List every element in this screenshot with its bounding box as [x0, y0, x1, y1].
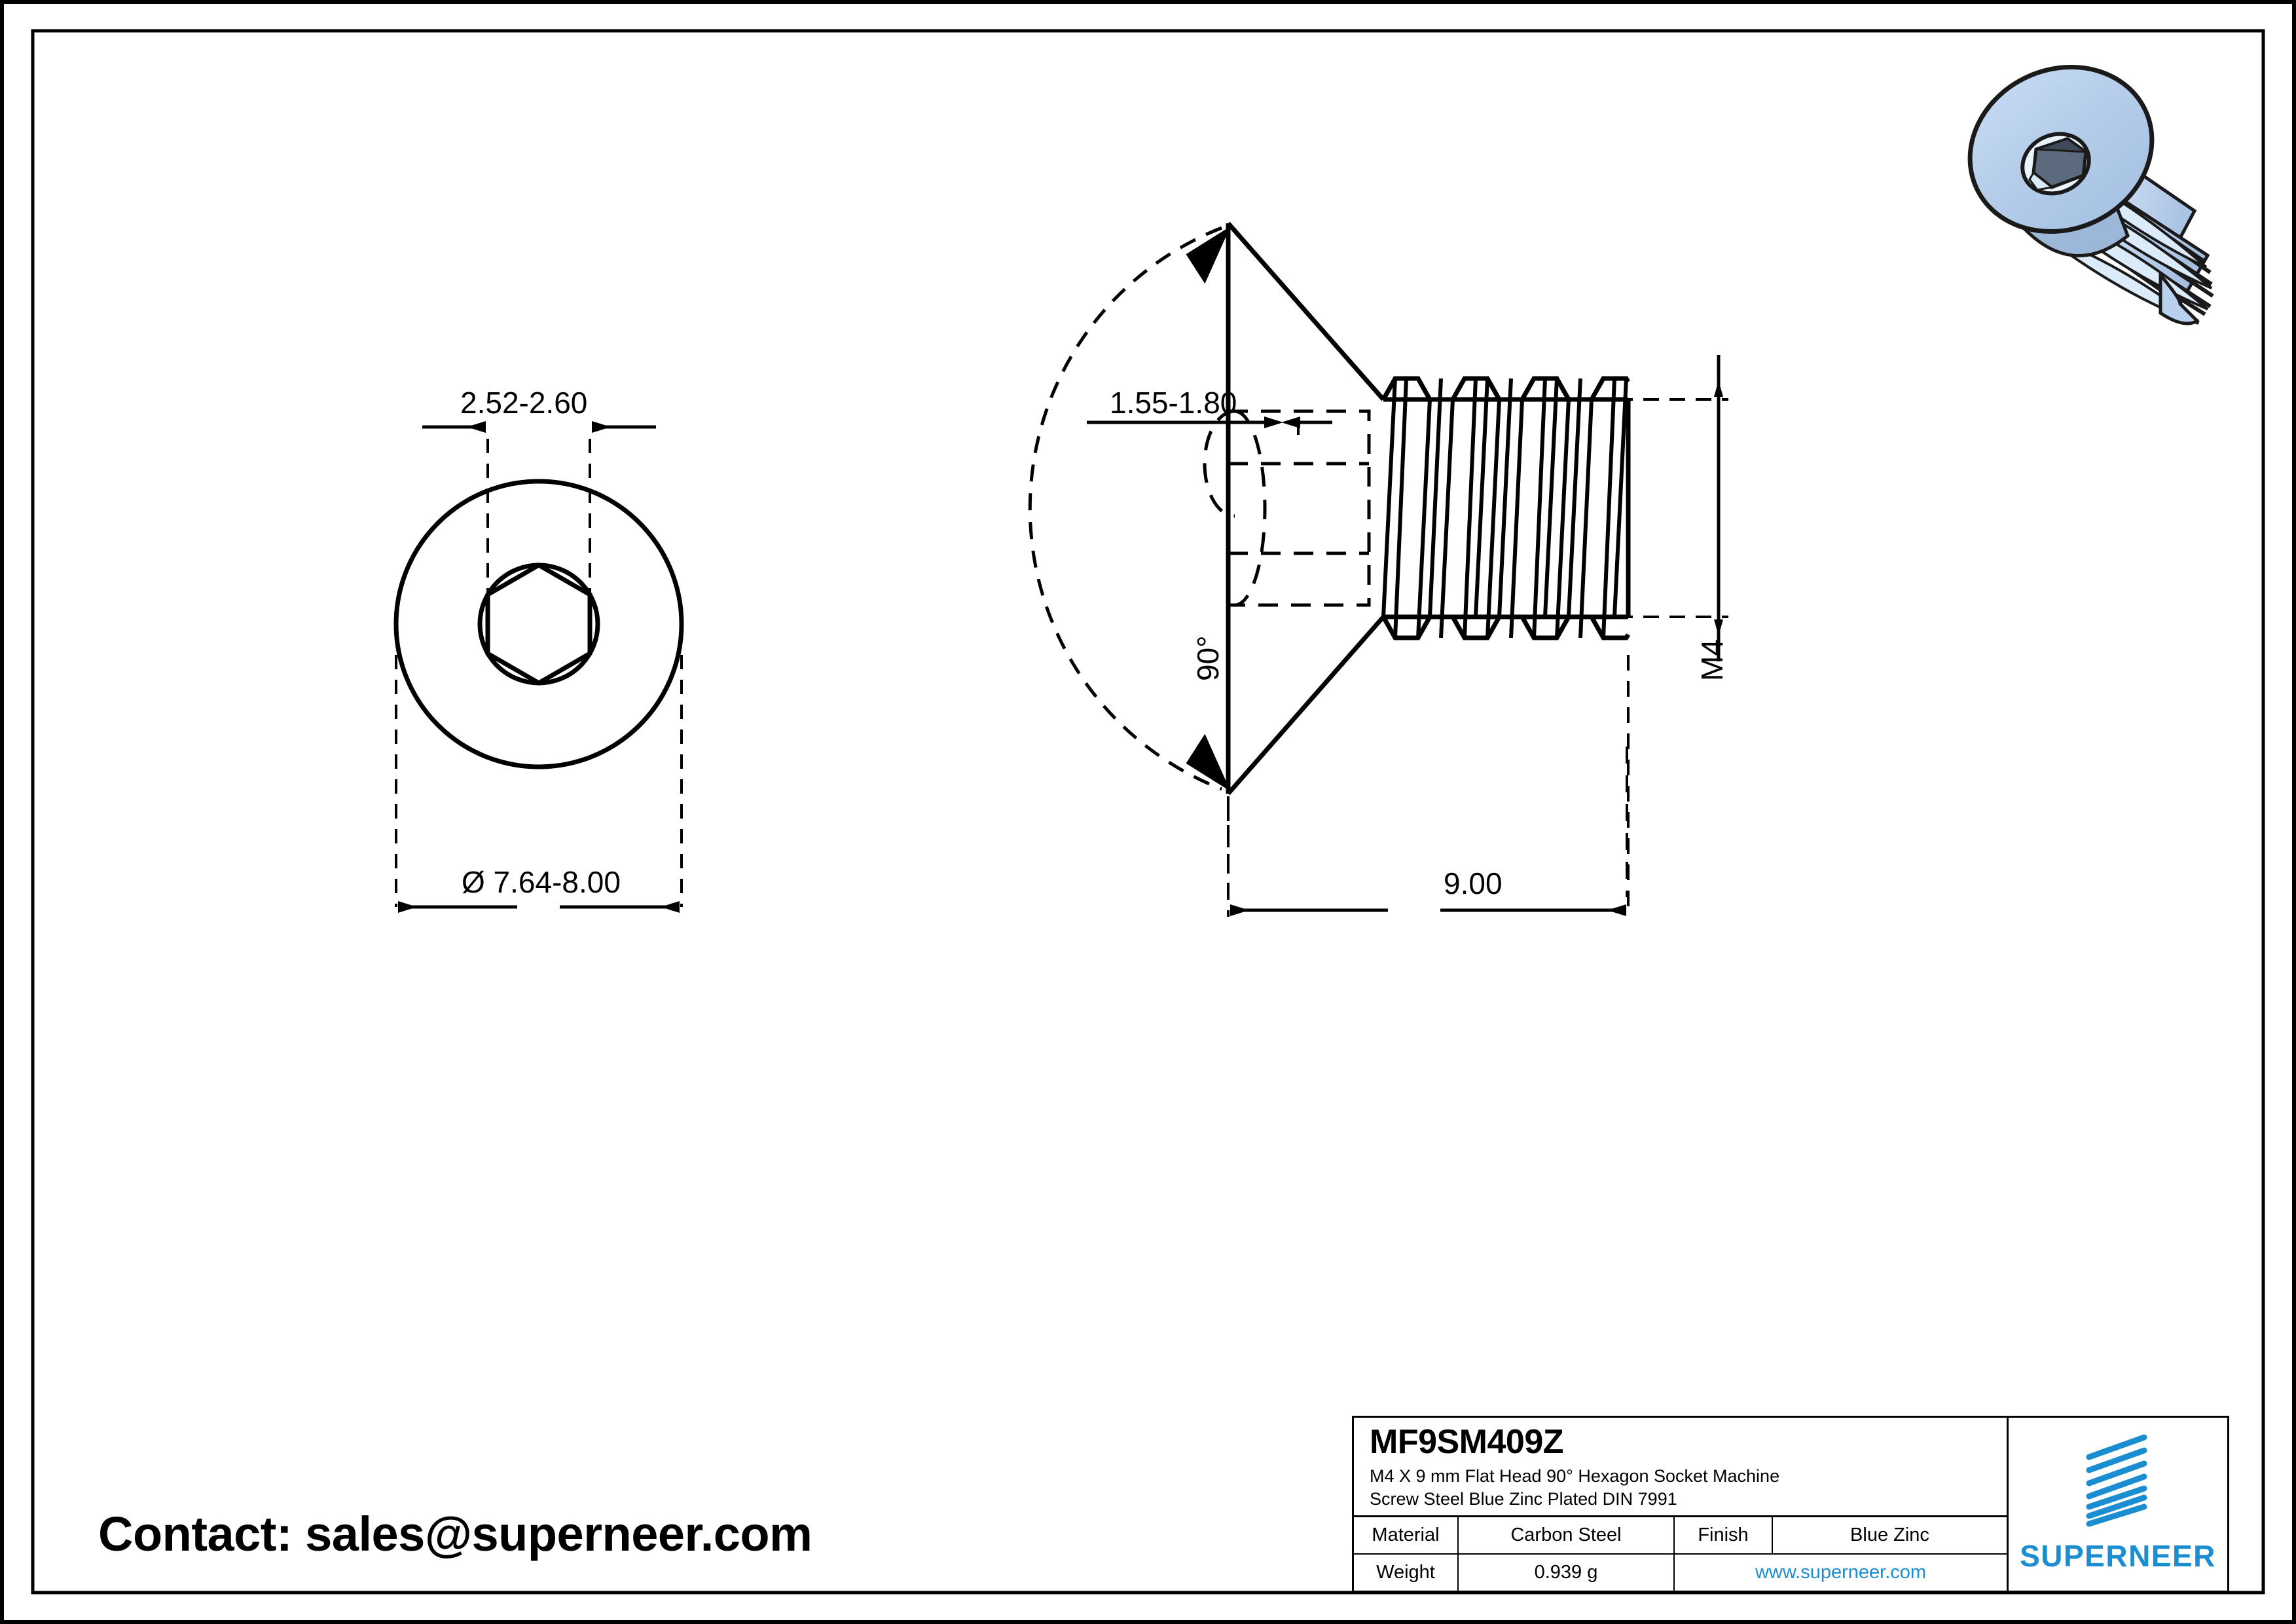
countersink-angle-arc: [1028, 226, 1222, 791]
head-end-view: [393, 479, 684, 769]
socket-width-label: 2.52-2.60: [460, 386, 588, 420]
countersunk-head-profile: [1226, 221, 1385, 796]
part-number: MF9SM409Z: [1370, 1423, 1564, 1461]
hidden-socket-outline: [1203, 409, 1371, 607]
head-height-label: 1.55-1.80: [1110, 386, 1237, 420]
thread-size-extension-lines: [1617, 398, 1728, 618]
weight-row: Weight 0.939 g www.superneer.com: [1354, 1555, 2007, 1591]
superneer-logo-icon: [2086, 1434, 2147, 1527]
thread-crest-top: [1381, 376, 1631, 402]
head-outer-circle: [393, 479, 684, 769]
thread-flank-lines: [1381, 378, 1628, 638]
head-diameter-label: Ø 7.64-8.00: [462, 865, 621, 899]
head-height-extension-lines: [1227, 393, 1300, 445]
finish-value: Blue Zinc: [1850, 1524, 1929, 1545]
title-block-description: MF9SM409Z M4 X 9 mm Flat Head 90° Hexago…: [1354, 1418, 2007, 1517]
description-line-1: M4 X 9 mm Flat Head 90° Hexagon Socket M…: [1370, 1466, 1780, 1486]
weight-value: 0.939 g: [1459, 1555, 1675, 1591]
countersink-angle-arrowheads: [1186, 226, 1231, 792]
material-value: Carbon Steel: [1459, 1517, 1675, 1553]
material-label: Material: [1354, 1517, 1459, 1553]
brand-logo-cell: SUPERNEER: [2009, 1418, 2227, 1591]
title-block-main: MF9SM409Z M4 X 9 mm Flat Head 90° Hexago…: [1354, 1418, 2009, 1591]
material-row: Material Carbon Steel Finish Blue Zinc: [1354, 1517, 2007, 1555]
countersink-angle-label: 90°: [1191, 635, 1225, 681]
brand-wordmark: SUPERNEER: [2020, 1539, 2216, 1573]
screw-length-extension-lines: [1227, 655, 1630, 917]
contact-text: Contact: sales@superneer.com: [98, 1507, 812, 1561]
hex-socket: [485, 562, 592, 686]
description-line-2: Screw Steel Blue Zinc Plated DIN 7991: [1370, 1489, 1677, 1509]
head-diameter-extension-lines: [395, 655, 683, 907]
socket-circle: [477, 563, 600, 686]
weight-label: Weight: [1354, 1555, 1459, 1591]
website-link[interactable]: www.superneer.com: [1755, 1562, 1927, 1583]
socket-width-extension-lines: [486, 439, 591, 602]
description-lines: M4 X 9 mm Flat Head 90° Hexagon Socket M…: [1370, 1465, 2007, 1511]
screw-length-label: 9.00: [1444, 866, 1503, 900]
model-head: [1967, 64, 2155, 257]
3d-screw-model: [1967, 64, 2214, 325]
thread-size-label: M4: [1695, 639, 1729, 681]
finish-label: Finish: [1675, 1517, 1773, 1553]
title-block: MF9SM409Z M4 X 9 mm Flat Head 90° Hexago…: [1352, 1416, 2229, 1593]
